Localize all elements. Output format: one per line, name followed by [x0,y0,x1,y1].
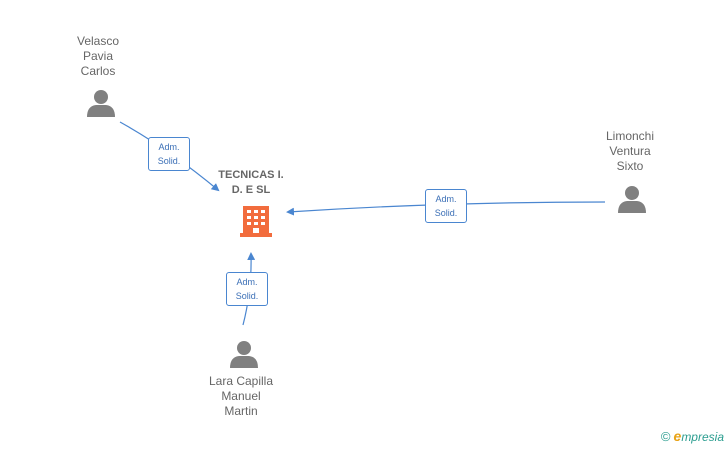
person-icon[interactable] [86,88,116,118]
relation-badge-lara[interactable]: Adm. Solid. [226,272,268,306]
brand-name: mpresia [681,430,724,444]
company-name[interactable]: TECNICAS I. D. E SL [218,169,284,196]
person-name-limonchi[interactable]: Limonchi Ventura Sixto [605,129,655,173]
person-name-velasco[interactable]: Velasco Pavia Carlos [76,34,120,78]
person-name-lara[interactable]: Lara Capilla Manuel Martin [208,374,274,418]
person-icon[interactable] [229,339,259,369]
person-icon[interactable] [617,184,647,214]
brand-footer[interactable]: ©empresia [661,428,724,444]
relation-badge-limonchi[interactable]: Adm. Solid. [425,189,467,223]
relation-badge-velasco[interactable]: Adm. Solid. [148,137,190,171]
copyright-symbol: © [660,429,671,444]
building-icon[interactable] [239,204,273,238]
brand-logo-e: e [673,428,682,444]
